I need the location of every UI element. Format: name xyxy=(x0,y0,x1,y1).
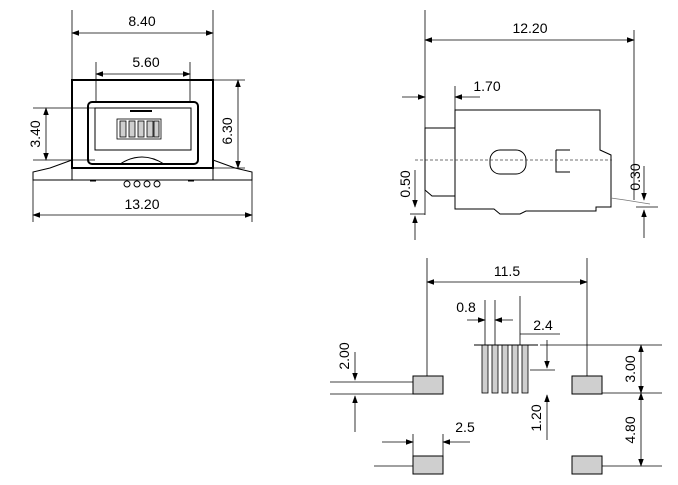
dim-label: 12.20 xyxy=(512,20,547,36)
dim-label: 2.00 xyxy=(336,342,352,369)
dim-side-bottom-height: 0.50 xyxy=(397,170,425,240)
dim-side-length: 12.20 xyxy=(424,10,635,215)
dim-label: 2.4 xyxy=(533,317,553,333)
signal-pin xyxy=(501,344,509,394)
pad-top-right xyxy=(571,375,603,395)
dim-footprint-pin-length: 3.00 xyxy=(540,344,662,394)
dim-side-offset: 1.70 xyxy=(402,78,501,110)
dim-label: 11.5 xyxy=(494,263,520,279)
side-view xyxy=(415,109,651,215)
dim-front-inner-width: 5.60 xyxy=(95,54,191,102)
dim-label: 1.20 xyxy=(528,404,544,431)
dim-footprint-pin-offset: 2.4 xyxy=(519,296,560,345)
dim-front-total-width: 13.20 xyxy=(32,180,253,222)
signal-pin xyxy=(511,344,519,394)
dim-front-top-width: 8.40 xyxy=(71,10,214,80)
dim-footprint-pad-span: 11.5 xyxy=(426,258,588,376)
dim-label: 2.5 xyxy=(455,419,475,435)
dim-footprint-pin-pitch: 0.8 xyxy=(456,299,513,345)
dim-label: 0.50 xyxy=(397,170,413,197)
dim-footprint-pin-gap: 1.20 xyxy=(528,340,555,440)
dim-label: 1.70 xyxy=(473,78,500,94)
signal-pin xyxy=(481,344,489,394)
dim-label: 0.8 xyxy=(456,299,476,315)
dim-footprint-pad-height: 2.00 xyxy=(330,342,413,432)
dim-label: 13.20 xyxy=(124,196,159,212)
front-view xyxy=(32,79,253,188)
pcb-footprint xyxy=(412,344,603,475)
dim-label: 3.00 xyxy=(622,355,638,382)
dim-side-tail-height: 0.30 xyxy=(627,163,658,238)
pad-bottom-left xyxy=(412,455,444,475)
dim-label: 5.60 xyxy=(132,54,159,70)
pad-bottom-right xyxy=(571,455,603,475)
dim-front-body-height: 6.30 xyxy=(213,79,245,169)
dim-label: 3.40 xyxy=(27,120,43,147)
dim-front-opening-height: 3.40 xyxy=(27,107,95,161)
dim-label: 8.40 xyxy=(128,13,155,29)
dim-footprint-pad-width: 2.5 xyxy=(382,419,475,456)
signal-pin xyxy=(521,344,529,394)
signal-pin xyxy=(491,344,499,394)
dim-label: 6.30 xyxy=(219,117,235,144)
dim-footprint-pad-pitch-v: 4.80 xyxy=(374,392,662,467)
dim-label: 4.80 xyxy=(622,416,638,443)
pad-top-left xyxy=(412,375,444,395)
dim-label: 0.30 xyxy=(627,163,643,190)
